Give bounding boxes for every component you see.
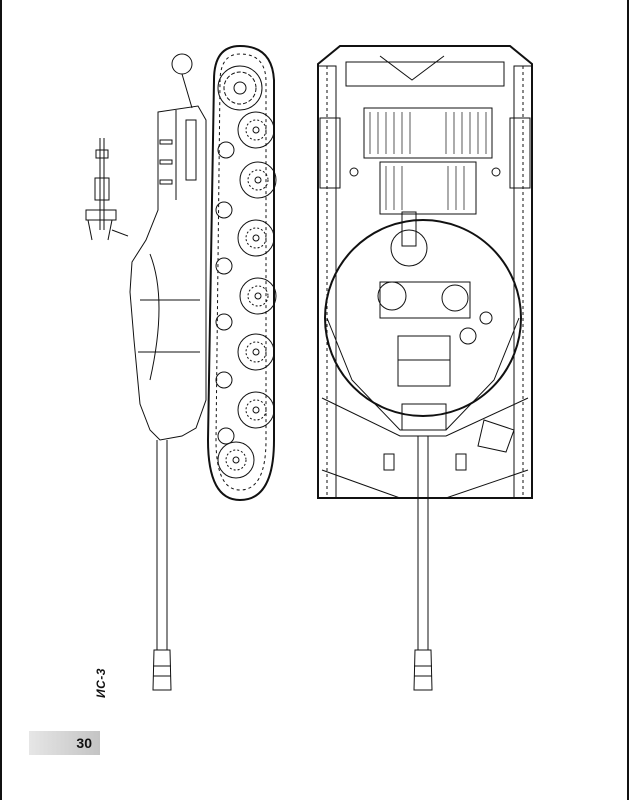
turret-top — [324, 211, 522, 431]
road-wheels — [217, 111, 277, 479]
drive-sprocket — [217, 65, 263, 111]
hull-side-outline — [129, 105, 207, 441]
hull-top-outline — [317, 45, 533, 499]
page-number: 30 — [76, 735, 92, 751]
track-outline — [206, 44, 275, 502]
top-view-drawing — [317, 45, 533, 691]
vehicle-designation-label: ИС-3 — [93, 668, 108, 698]
return-rollers — [215, 141, 235, 445]
page-number-bar: 30 — [29, 731, 100, 755]
machine-gun-drawing — [85, 138, 129, 241]
top-gun-barrel — [413, 436, 433, 691]
side-gun-barrel — [152, 440, 172, 691]
side-view-drawing — [85, 44, 277, 691]
